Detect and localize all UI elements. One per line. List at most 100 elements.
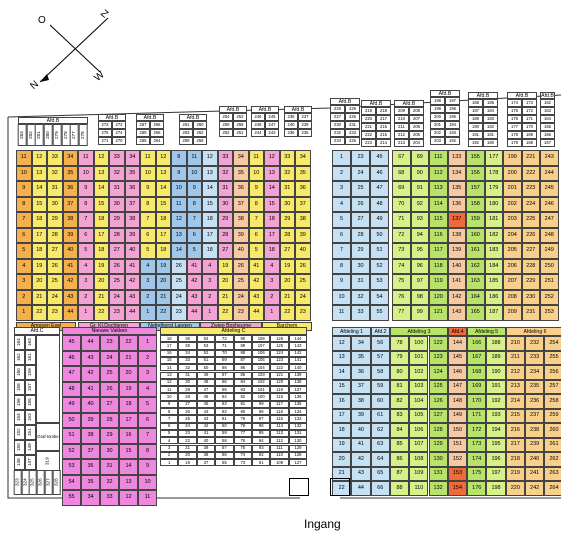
grave-plot: 186 [484, 289, 503, 305]
grave-plot: 9 [248, 181, 264, 197]
grave-plot: 9 [138, 459, 157, 475]
grave-plot: 230 [330, 121, 345, 129]
grave-plot: 125 [270, 342, 289, 350]
grave-plot: 5 [78, 243, 94, 259]
grave-plot: 96 [410, 258, 429, 274]
afd-b-label: Afd.B [430, 90, 460, 97]
grave-plot: 20 [178, 451, 197, 460]
grave-plot: 174 [467, 452, 487, 467]
grave-plot: 54 [370, 289, 389, 305]
grave-plot: 19 [332, 437, 352, 452]
grave-plot: 162 [466, 258, 485, 274]
grave-plot: 39 [233, 227, 249, 243]
grave-plot: 18 [93, 212, 109, 228]
grave-plot: 55 [215, 459, 234, 467]
compass-line-nz [39, 17, 109, 83]
grave-plot: 131 [288, 429, 308, 438]
grave-plot: 184 [483, 107, 498, 115]
grave-plot: 19 [93, 258, 109, 274]
grave-plot: 222 [361, 131, 376, 139]
grave-plot: 88 [389, 481, 410, 496]
grave-plot: 161 [25, 350, 36, 365]
grave-plot: 144 [447, 336, 468, 351]
grave-plot: 251 [233, 129, 247, 137]
grave-plot: 39 [196, 444, 216, 452]
grave-plot: 114 [429, 196, 448, 212]
grave-plot: 41 [186, 258, 202, 274]
grave-plot: 6 [332, 227, 351, 243]
afd-b-label: Afd.B [251, 106, 279, 113]
grave-plot: 47 [370, 181, 389, 197]
grave-plot: 27 [178, 400, 197, 408]
grave-plot: 263 [544, 466, 561, 481]
grave-plot: 2 [16, 289, 32, 305]
grave-plot: 246 [540, 196, 559, 212]
grave-plot: 113 [270, 429, 289, 438]
grave-plot: 238 [284, 113, 298, 121]
grave-plot: 210 [505, 336, 525, 351]
grave-plot: 258 [544, 394, 561, 409]
grave-plot: 44 [62, 305, 78, 321]
grave-plot: 44 [196, 408, 216, 416]
grave-plot: 135 [288, 400, 308, 408]
grave-plot: 142 [288, 349, 308, 357]
grave-plot: 226 [521, 227, 540, 243]
grave-plot: 198 [430, 97, 445, 105]
grave-plot: 82 [389, 394, 410, 409]
grave-plot: 144 [288, 335, 308, 343]
grave-plot: 214 [505, 394, 525, 409]
grave-plot: 169 [522, 131, 537, 139]
grave-plot: 252 [219, 129, 233, 137]
grave-plot: 2 [78, 289, 94, 305]
grave-plot: 259 [179, 137, 193, 145]
grave-plot: 23 [109, 305, 125, 321]
grave-plot: 39 [62, 227, 78, 243]
grave-plot: 29 [47, 212, 63, 228]
grave-plot: 2 [138, 350, 157, 366]
grave-plot: 258 [193, 137, 207, 145]
grave-plot: 31 [109, 181, 125, 197]
grave-plot: 23 [100, 335, 119, 351]
grave-plot: 81 [389, 379, 410, 394]
afd-c-label: Afd.C [14, 327, 60, 335]
grave-plot: 255 [233, 121, 247, 129]
grave-plot: 153 [447, 466, 468, 481]
grave-plot: 3 [138, 366, 157, 382]
grave-plot: 180 [484, 196, 503, 212]
grave-plot: 15 [264, 196, 280, 212]
grave-plot: 134 [288, 408, 308, 416]
grave-plot: 13 [155, 165, 171, 181]
grave-plot: 20 [217, 274, 233, 290]
grave-plot: 23 [178, 429, 197, 438]
grave-plot: 151 [25, 425, 36, 440]
grave-plot: 160 [466, 227, 485, 243]
grave-plot: 36 [81, 459, 100, 475]
grave-plot: 116 [429, 227, 448, 243]
grave-plot: 47 [196, 386, 216, 394]
grave-plot: 135 [447, 181, 466, 197]
grave-plot: 138 [447, 227, 466, 243]
grave-plot: 69 [215, 356, 234, 365]
grave-plot: 217 [376, 115, 391, 123]
grave-plot: 3 [202, 274, 218, 290]
grave-plot: 94 [252, 437, 271, 445]
grave-plot: 45 [196, 400, 216, 408]
grave-plot: 202 [430, 129, 445, 137]
grave-plot: 67 [392, 150, 411, 166]
grave-plot: 38 [196, 451, 216, 460]
grave-plot: 115 [429, 212, 448, 228]
grave-plot: 11 [138, 490, 157, 506]
grave-plot: 19 [155, 258, 171, 274]
grave-plot: 130 [428, 452, 448, 467]
grave-plot: 93 [252, 444, 271, 452]
grave-plot: 132 [428, 481, 448, 496]
grave-plot: 325 [29, 470, 38, 495]
grave-plot: 35 [81, 474, 100, 490]
grave-plot: 29 [279, 212, 295, 228]
grave-plot: 119 [429, 274, 448, 290]
grave-plot: 30 [279, 196, 295, 212]
grave-plot: 264 [150, 137, 164, 145]
grave-plot: 8 [186, 196, 202, 212]
grave-plot: 262 [544, 452, 561, 467]
grave-plot: 124 [428, 365, 448, 380]
